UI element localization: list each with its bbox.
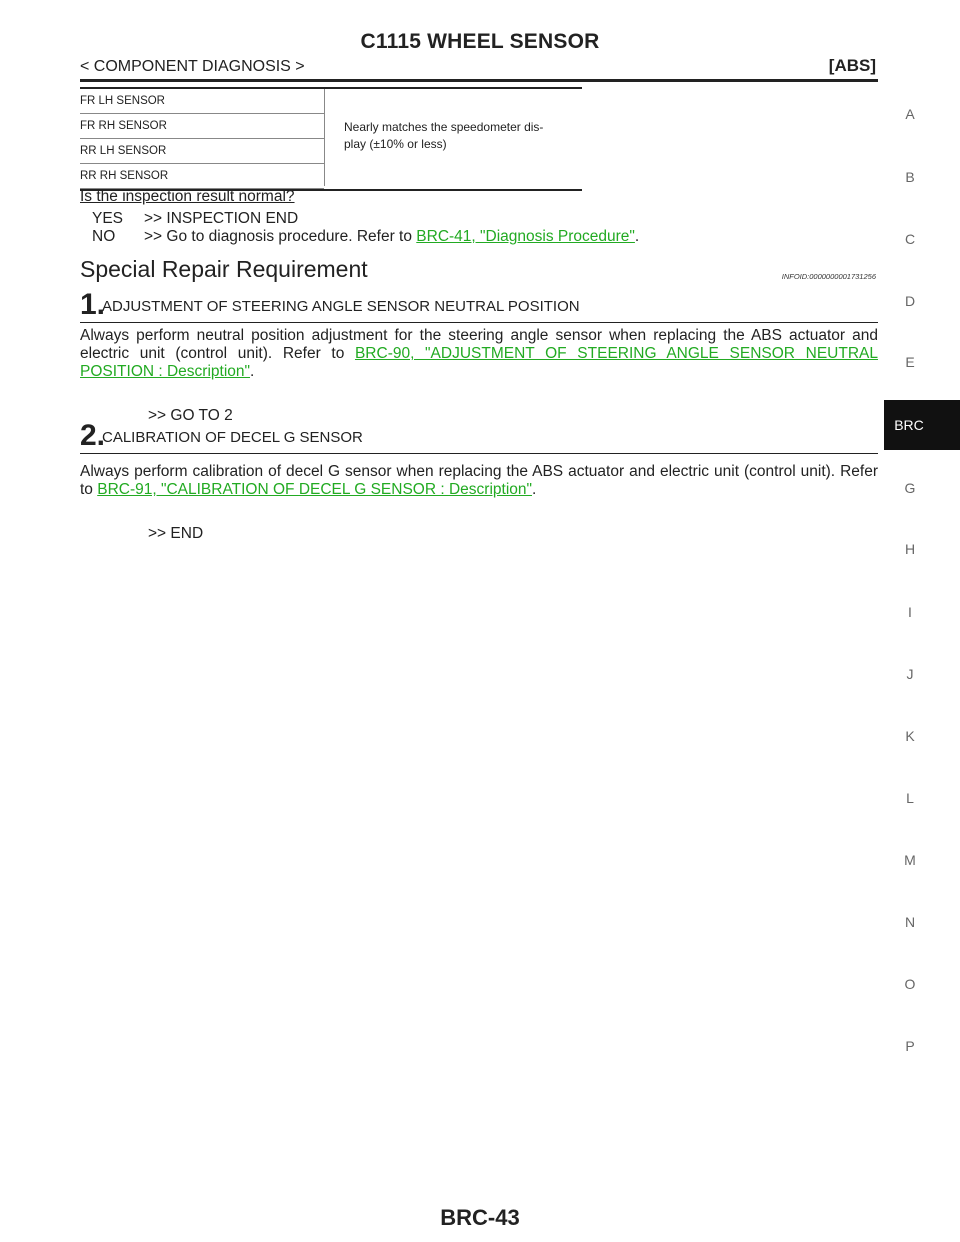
side-index-letter[interactable]: I bbox=[908, 604, 912, 620]
spec-table: FR LH SENSOR FR RH SENSOR RR LH SENSOR R… bbox=[80, 87, 582, 191]
no-text: >> Go to diagnosis procedure. Refer to bbox=[144, 228, 417, 245]
inspection-question: Is the inspection result normal? bbox=[80, 188, 295, 205]
side-tab-label: BRC bbox=[894, 417, 924, 433]
table-row: RR LH SENSOR bbox=[80, 139, 324, 164]
step-title: ADJUSTMENT OF STEERING ANGLE SENSOR NEUT… bbox=[102, 298, 580, 315]
step-number: 1. bbox=[80, 288, 106, 321]
step-body-text: Always perform neutral position adjustme… bbox=[80, 327, 878, 362]
side-index-letter[interactable]: C bbox=[904, 231, 916, 247]
table-divider bbox=[324, 89, 325, 186]
page-title: C1115 WHEEL SENSOR bbox=[360, 30, 600, 53]
side-index-letter[interactable]: A bbox=[905, 106, 915, 122]
side-index-letter[interactable]: H bbox=[904, 541, 916, 557]
diagnosis-procedure-link[interactable]: BRC-41, "Diagnosis Procedure" bbox=[416, 228, 635, 245]
decel-g-sensor-link[interactable]: BRC-91, "CALIBRATION OF DECEL G SENSOR :… bbox=[97, 481, 533, 498]
table-row: FR LH SENSOR bbox=[80, 89, 324, 114]
no-end: . bbox=[634, 228, 640, 245]
step-2-heading: 2. CALIBRATION OF DECEL G SENSOR bbox=[80, 419, 878, 454]
no-line: NO >> Go to diagnosis procedure. Refer to… bbox=[92, 228, 639, 246]
header-section-label: < COMPONENT DIAGNOSIS > bbox=[80, 58, 305, 75]
side-index-active-tab[interactable]: BRC bbox=[884, 400, 960, 450]
side-index-letter[interactable]: K bbox=[905, 728, 915, 744]
side-index-letter[interactable]: N bbox=[904, 914, 916, 930]
yes-label: YES bbox=[92, 210, 124, 227]
side-index-letter[interactable]: P bbox=[905, 1038, 915, 1054]
table-cell: RR LH SENSOR bbox=[80, 145, 167, 157]
step-title: CALIBRATION OF DECEL G SENSOR bbox=[102, 429, 363, 446]
side-index-letter[interactable]: G bbox=[904, 480, 916, 496]
step-1-heading: 1. ADJUSTMENT OF STEERING ANGLE SENSOR N… bbox=[80, 288, 878, 323]
side-index-letter[interactable]: D bbox=[904, 293, 916, 309]
table-row: RR RH SENSOR bbox=[80, 164, 324, 189]
step-body-text: Always perform calibration of decel G se… bbox=[80, 463, 878, 498]
step-2-goto: >> END bbox=[148, 525, 204, 542]
table-cell: FR LH SENSOR bbox=[80, 95, 165, 107]
table-cell: RR RH SENSOR bbox=[80, 170, 169, 182]
page-number: BRC-43 bbox=[440, 1205, 520, 1230]
info-id: INFOID:0000000001731256 bbox=[781, 272, 876, 281]
step-body-end: . bbox=[250, 363, 255, 380]
yes-text: >> INSPECTION END bbox=[144, 210, 299, 227]
step-1-goto: >> GO TO 2 bbox=[148, 407, 233, 424]
step-number: 2. bbox=[80, 419, 106, 452]
table-value-cell: Nearly matches the speedometer dis-play … bbox=[344, 120, 544, 151]
step-body-end: . bbox=[532, 481, 537, 498]
header-system-label: [ABS] bbox=[828, 56, 876, 75]
yes-line: YES >> INSPECTION END bbox=[92, 210, 298, 228]
side-index-letter[interactable]: J bbox=[906, 666, 914, 682]
side-index-letter[interactable]: L bbox=[906, 790, 914, 806]
section-title: Special Repair Requirement bbox=[80, 256, 368, 282]
side-index-letter[interactable]: B bbox=[905, 169, 915, 185]
no-label: NO bbox=[92, 228, 116, 245]
step-1-body: Always perform neutral position adjustme… bbox=[80, 327, 878, 381]
side-index-letter[interactable]: E bbox=[905, 354, 915, 370]
side-index-letter[interactable]: O bbox=[904, 976, 916, 992]
steering-angle-sensor-link[interactable]: BRC-90, "ADJUSTMENT OF STEERING ANGLE SE… bbox=[80, 345, 878, 380]
table-cell: FR RH SENSOR bbox=[80, 120, 167, 132]
side-index-letter[interactable]: M bbox=[904, 852, 916, 868]
table-row: FR RH SENSOR bbox=[80, 114, 324, 139]
header-rule bbox=[80, 79, 878, 82]
step-2-body: Always perform calibration of decel G se… bbox=[80, 463, 878, 499]
